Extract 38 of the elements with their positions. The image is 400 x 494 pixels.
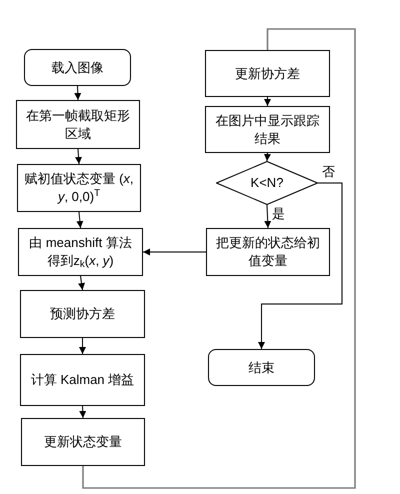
node-text: 载入图像 [50,58,104,76]
process-box [18,228,143,276]
node-text: 预测协方差 [49,305,116,323]
process-box [17,164,141,212]
arrow [264,96,271,106]
node-text: 更新状态变量 [43,433,123,451]
process-box [20,290,145,338]
arrow [74,86,82,100]
arrow [79,338,86,354]
decision-diamond [216,161,318,205]
arrow [78,276,85,290]
node-text: 在图片中显示跟踪结果 [214,112,320,148]
terminal-box [208,349,315,386]
arrow [75,148,82,164]
arrow [142,248,206,256]
process-box [20,354,145,406]
process-box [206,228,330,276]
node-text: 结束 [248,358,276,376]
node-text: K<N? [250,174,284,192]
node-text: 赋初值状态变量 (x, y, 0,0)$^{T}$ [23,170,135,206]
node-text: 把更新的状态给初值变量 [215,234,321,270]
terminal-box [24,49,131,86]
process-box [205,106,330,153]
edge-label: 是 [272,206,285,222]
connector-line [82,28,356,489]
node-text: 由 meanshift 算法得到z$_{k}$(x, y) [28,234,133,270]
process-box [16,100,140,149]
edge-label: 否 [322,164,335,180]
arrow [76,212,84,228]
arrow [264,204,272,228]
arrow [264,152,271,162]
node-text: 更新协方差 [234,64,301,82]
arrow [79,406,86,418]
arrow [258,182,342,350]
process-box [21,418,145,466]
process-box [205,50,330,97]
node-text: 计算 Kalman 增益 [30,371,136,389]
node-text: 在第一帧截取矩形区域 [25,106,131,142]
